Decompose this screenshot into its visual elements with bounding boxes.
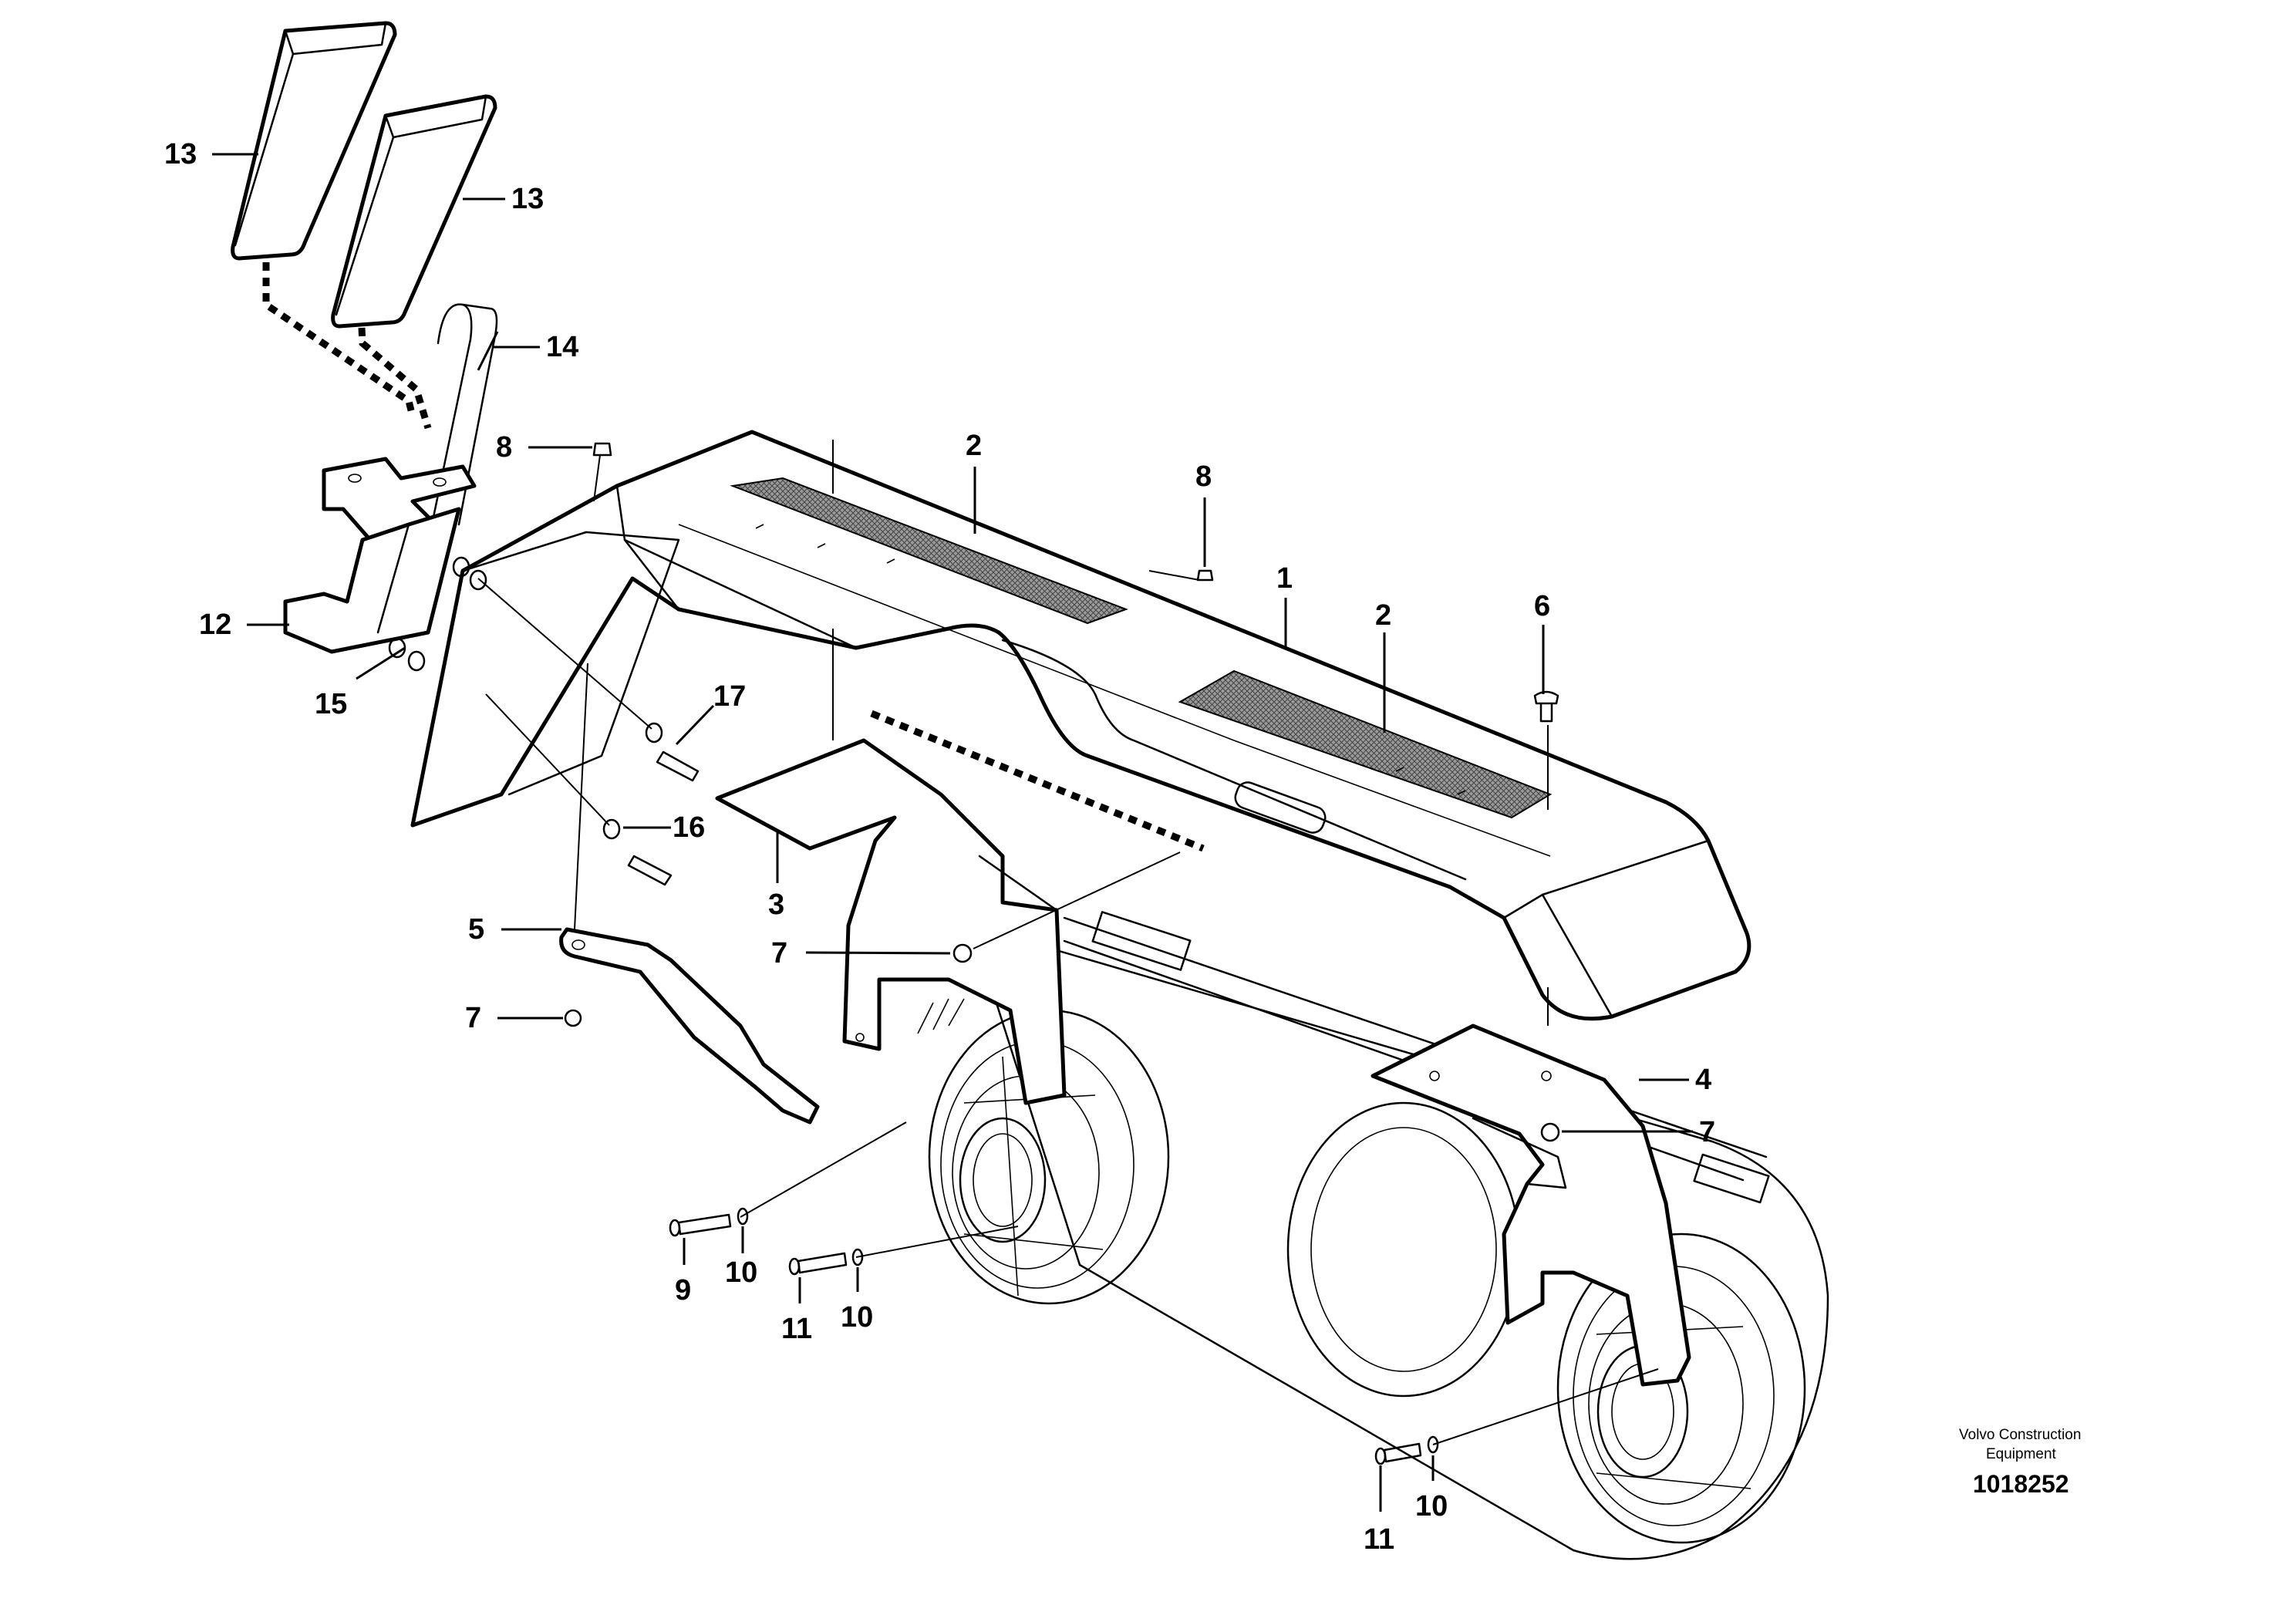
filter-holder-bracket: [283, 457, 477, 654]
screw-8-right: [1196, 569, 1214, 582]
callout-13-right: 13: [511, 183, 544, 215]
callout-12: 12: [199, 609, 231, 641]
bolt-17: [656, 750, 700, 782]
callout-7-a: 7: [771, 937, 787, 969]
callout-14: 14: [546, 331, 578, 363]
callout-13-left: 13: [164, 138, 197, 170]
nut-7c: [1540, 1122, 1560, 1142]
callout-16: 16: [673, 811, 705, 844]
assembly-axes: [477, 440, 1659, 1445]
dashed-line-bracket: [870, 710, 1205, 852]
callout-15: 15: [315, 688, 347, 720]
callout-8-right: 8: [1195, 460, 1212, 493]
callout-7-b: 7: [465, 1002, 481, 1034]
callout-labels: 13 13 14 12 15 17 16 8 2 1 2 6 8 3 4 7 7…: [164, 138, 1715, 1556]
bolt-9: [677, 1213, 732, 1236]
washer-15a: [452, 556, 470, 578]
filter-element-2: [331, 94, 497, 329]
callout-5: 5: [468, 913, 484, 946]
bracket-left: [715, 738, 1067, 1105]
strap-bracket: [559, 927, 820, 1125]
callout-4: 4: [1695, 1064, 1711, 1096]
handle: [430, 303, 498, 526]
callout-7-c: 7: [1699, 1116, 1715, 1148]
dashed-line-filter-1: [262, 262, 416, 418]
brand-line-2: Equipment: [1986, 1446, 2057, 1462]
callout-11-b: 11: [1364, 1523, 1394, 1556]
washer-10b: [851, 1248, 864, 1266]
callout-2-left: 2: [966, 430, 982, 462]
bolt-16: [627, 855, 673, 886]
callout-17: 17: [713, 680, 746, 713]
washer-10c: [1427, 1435, 1439, 1454]
leader-lines: [212, 153, 1693, 1512]
filter-element-1: [231, 21, 397, 261]
callout-3: 3: [768, 889, 784, 921]
nut-7a: [952, 943, 973, 963]
drawing-footer: Volvo Construction Equipment 1018252: [1959, 1427, 2081, 1498]
mesh-panel-left: [730, 477, 1128, 625]
screw-8-left: [592, 442, 612, 457]
brand-line-1: Volvo Construction: [1959, 1427, 2081, 1443]
nut-7b: [564, 1009, 582, 1027]
bracket-right: [1371, 1023, 1691, 1387]
washer-15b: [469, 569, 487, 591]
callout-10-c: 10: [1415, 1490, 1448, 1523]
callout-10-b: 10: [841, 1301, 873, 1334]
callout-1: 1: [1276, 562, 1293, 595]
left-hub-assembly: [928, 1009, 1170, 1305]
bolt-11a: [797, 1252, 848, 1274]
callout-6: 6: [1534, 590, 1550, 622]
mesh-panel-right: [1178, 669, 1553, 819]
callout-10-a: 10: [725, 1256, 757, 1289]
callout-2-right: 2: [1375, 599, 1391, 632]
drawing-number: 1018252: [1973, 1470, 2069, 1498]
washer-10a: [737, 1207, 749, 1226]
center-opening: [1286, 1101, 1521, 1398]
screw-6: [1533, 690, 1559, 723]
callout-8-left: 8: [496, 431, 512, 464]
callout-9: 9: [675, 1274, 691, 1307]
dashed-line-filter-2: [357, 312, 432, 430]
callout-11-a: 11: [781, 1313, 812, 1345]
hood-cover: [410, 430, 1752, 1021]
